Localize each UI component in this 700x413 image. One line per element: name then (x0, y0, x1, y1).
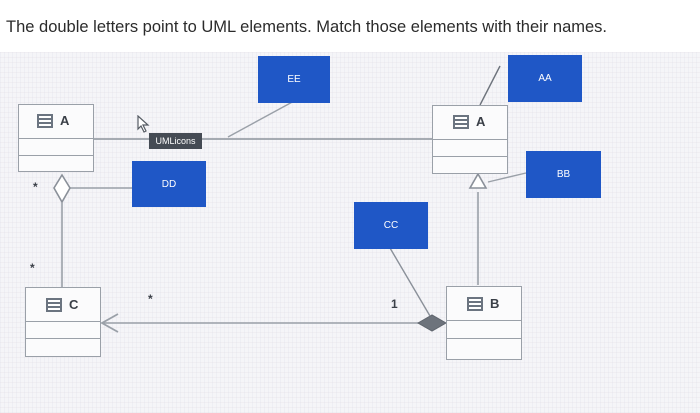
pointer-line-ee (227, 99, 297, 138)
class-a-right-attributes (433, 140, 507, 157)
multiplicity-star-lower: * (30, 261, 35, 275)
class-a-left-attributes (19, 139, 93, 156)
class-c-attributes (26, 322, 100, 339)
class-a-left-header: A (19, 105, 93, 139)
question-text: The double letters point to UML elements… (6, 18, 608, 36)
generalization-triangle (468, 172, 488, 189)
aggregation-diamond (53, 173, 71, 204)
navigable-arrowhead (100, 313, 119, 333)
label-ee[interactable]: EE (258, 56, 330, 103)
multiplicity-star-upper: * (33, 180, 38, 194)
mouse-cursor-icon (137, 115, 150, 133)
class-a-left: A (18, 104, 94, 172)
diagram-canvas: A A C B E (0, 52, 700, 413)
uml-icons-tag: UMLicons (149, 133, 202, 149)
label-dd[interactable]: DD (132, 161, 206, 207)
composition-diamond (416, 314, 448, 332)
class-a-right-header: A (433, 106, 507, 140)
label-aa[interactable]: AA (508, 55, 582, 102)
class-a-left-name: A (60, 113, 70, 128)
class-icon (453, 115, 469, 129)
class-c-name: C (69, 297, 79, 312)
class-b-name: B (490, 296, 500, 311)
class-c-header: C (26, 288, 100, 322)
class-b-attributes (447, 321, 521, 339)
label-cc[interactable]: CC (354, 202, 428, 249)
class-a-right-name: A (476, 114, 486, 129)
pointer-line-cc (389, 247, 431, 317)
multiplicity-one: 1 (391, 297, 398, 311)
class-icon (37, 114, 53, 128)
class-icon (467, 297, 483, 311)
multiplicity-star-middle: * (148, 292, 153, 306)
diagram-connectors (53, 65, 527, 333)
class-b-header: B (447, 287, 521, 321)
class-b: B (446, 286, 522, 360)
pointer-line-aa (479, 65, 501, 106)
class-c: C (25, 287, 101, 357)
class-icon (46, 298, 62, 312)
label-bb[interactable]: BB (526, 151, 601, 198)
pointer-line-bb (487, 172, 527, 183)
class-a-right: A (432, 105, 508, 174)
